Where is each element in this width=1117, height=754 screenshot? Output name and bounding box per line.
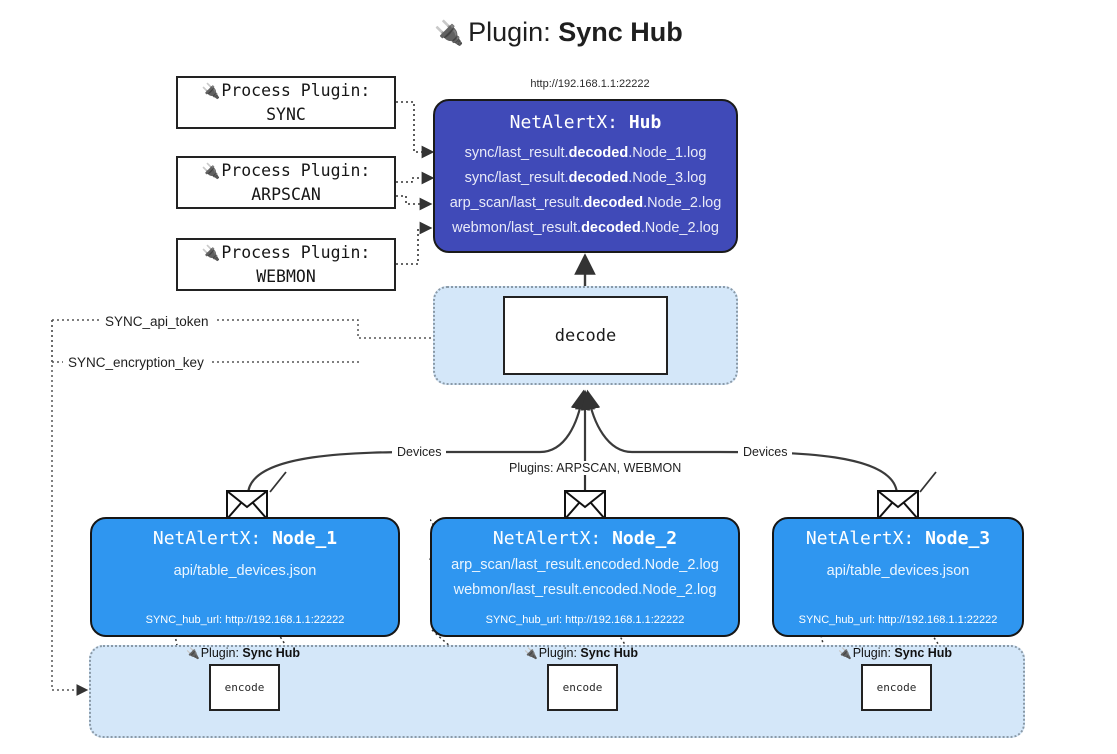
- log-pre: webmon/last_result.: [452, 220, 582, 236]
- node-line: api/table_devices.json: [173, 563, 317, 579]
- hub-log-item: sync/last_result.decoded.Node_1.log: [435, 141, 736, 166]
- hub-title-name: Hub: [628, 112, 662, 133]
- node-card-node-1[interactable]: NetAlertX: Node_1 api/table_devices.json…: [90, 517, 400, 637]
- hub-title: NetAlertX: Hub: [435, 112, 736, 133]
- sync-api-token-label: SYNC_api_token: [100, 314, 214, 329]
- log-pre: sync/last_result.: [464, 170, 569, 186]
- plug-icon: 🔌: [838, 648, 852, 660]
- hub-log-item: webmon/last_result.decoded.Node_2.log: [435, 216, 736, 241]
- page-title: 🔌Plugin: Sync Hub: [0, 17, 1117, 48]
- node-title: NetAlertX: Node_3: [774, 528, 1022, 549]
- hub-title-prefix: NetAlertX:: [509, 112, 629, 133]
- process-plugin-sync[interactable]: 🔌Process Plugin: SYNC: [176, 76, 396, 129]
- envelope-icon: [564, 490, 606, 520]
- plug-icon: 🔌: [201, 81, 221, 100]
- log-post: .Node_2.log: [643, 195, 722, 211]
- log-post: .Node_2.log: [640, 220, 719, 236]
- edge-label-plugins: Plugins: ARPSCAN, WEBMON: [504, 461, 687, 475]
- process-plugin-label: Process Plugin:: [221, 242, 371, 262]
- node-line: webmon/last_result.encoded.Node_2.log: [453, 582, 717, 598]
- log-mid: decoded: [581, 220, 641, 236]
- plug-icon: 🔌: [434, 20, 465, 47]
- node-title-prefix: NetAlertX:: [492, 528, 613, 549]
- hub-url-label: http://192.168.1.1:22222: [530, 78, 650, 90]
- log-mid: decoded: [568, 145, 629, 161]
- encode-plugin-prefix: Plugin:: [200, 646, 243, 660]
- log-pre: arp_scan/last_result.: [449, 195, 584, 211]
- log-mid: decoded: [568, 170, 629, 186]
- hub-log-item: sync/last_result.decoded.Node_3.log: [435, 166, 736, 191]
- node-title-prefix: NetAlertX:: [152, 528, 273, 549]
- plug-icon: 🔌: [186, 648, 200, 660]
- node-card-node-3[interactable]: NetAlertX: Node_3 api/table_devices.json…: [772, 517, 1024, 637]
- node-hub-url: SYNC_hub_url: http://192.168.1.1:22222: [798, 614, 998, 626]
- encode-plugin-label-2: 🔌Plugin: Sync Hub: [524, 646, 638, 660]
- hub-log-item: arp_scan/last_result.decoded.Node_2.log: [435, 191, 736, 216]
- process-plugin-label: Process Plugin:: [221, 160, 371, 180]
- encode-plugin-label-3: 🔌Plugin: Sync Hub: [838, 646, 952, 660]
- hub-node[interactable]: NetAlertX: Hub sync/last_result.decoded.…: [433, 99, 738, 253]
- encode-box-1[interactable]: encode: [209, 664, 280, 711]
- envelope-icon: [877, 490, 919, 520]
- log-post: .Node_3.log: [628, 170, 707, 186]
- log-mid: decoded: [583, 195, 644, 211]
- encode-plugin-prefix: Plugin:: [852, 646, 895, 660]
- encode-plugin-name: Sync Hub: [242, 646, 301, 660]
- node-hub-url: SYNC_hub_url: http://192.168.1.1:22222: [145, 614, 345, 626]
- hub-log-list: sync/last_result.decoded.Node_1.log sync…: [435, 141, 736, 241]
- page-title-prefix: Plugin:: [468, 17, 559, 47]
- process-plugin-name: ARPSCAN: [251, 184, 321, 204]
- envelope-icon: [226, 490, 268, 520]
- node-line: arp_scan/last_result.encoded.Node_2.log: [451, 557, 719, 573]
- node-title: NetAlertX: Node_2: [432, 528, 738, 549]
- encode-box-3[interactable]: encode: [861, 664, 932, 711]
- encode-plugin-name: Sync Hub: [894, 646, 953, 660]
- encode-plugin-name: Sync Hub: [580, 646, 639, 660]
- node-line-list: arp_scan/last_result.encoded.Node_2.log …: [432, 553, 738, 603]
- log-post: .Node_1.log: [628, 145, 707, 161]
- node-hub-url: SYNC_hub_url: http://192.168.1.1:22222: [485, 614, 685, 626]
- node-line-list: api/table_devices.json: [92, 559, 398, 584]
- log-pre: sync/last_result.: [464, 145, 569, 161]
- plug-icon: 🔌: [201, 243, 221, 262]
- process-plugin-name: WEBMON: [256, 266, 316, 286]
- edge-label-devices-left: Devices: [392, 445, 447, 459]
- sync-encryption-key-label: SYNC_encryption_key: [63, 355, 209, 370]
- node-line-list: api/table_devices.json: [774, 559, 1022, 584]
- plug-icon: 🔌: [201, 161, 221, 180]
- plug-icon: 🔌: [524, 648, 538, 660]
- node-card-node-2[interactable]: NetAlertX: Node_2 arp_scan/last_result.e…: [430, 517, 740, 637]
- node-title-name: Node_1: [272, 528, 338, 549]
- process-plugin-label: Process Plugin:: [221, 80, 371, 100]
- node-title-name: Node_2: [612, 528, 678, 549]
- edge-label-devices-right: Devices: [738, 445, 793, 459]
- page-title-value: Sync Hub: [558, 17, 683, 47]
- encode-plugin-prefix: Plugin:: [538, 646, 581, 660]
- encode-box-2[interactable]: encode: [547, 664, 618, 711]
- node-title-prefix: NetAlertX:: [805, 528, 926, 549]
- process-plugin-webmon[interactable]: 🔌Process Plugin: WEBMON: [176, 238, 396, 291]
- node-title-name: Node_3: [925, 528, 991, 549]
- node-line: api/table_devices.json: [826, 563, 970, 579]
- process-plugin-name: SYNC: [266, 104, 306, 124]
- encode-plugin-label-1: 🔌Plugin: Sync Hub: [186, 646, 300, 660]
- process-plugin-arpscan[interactable]: 🔌Process Plugin: ARPSCAN: [176, 156, 396, 209]
- node-title: NetAlertX: Node_1: [92, 528, 398, 549]
- decode-box[interactable]: decode: [503, 296, 668, 375]
